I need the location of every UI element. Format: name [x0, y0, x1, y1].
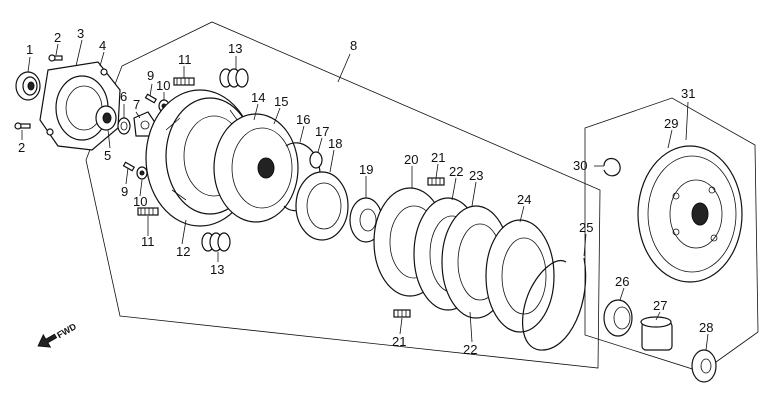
- part-6-washer: [117, 117, 131, 135]
- callout-9: 9: [147, 68, 154, 83]
- part-5-drive-gear: [95, 105, 117, 131]
- callout-22: 22: [449, 164, 463, 179]
- callout-10-lower: 10: [133, 194, 147, 209]
- callout-25: 25: [579, 220, 593, 235]
- callout-21: 21: [431, 150, 445, 165]
- part-27-needle-bearing: [640, 316, 673, 351]
- callout-24: 24: [517, 192, 531, 207]
- callout-1: 1: [26, 42, 33, 57]
- callout-6: 6: [120, 89, 127, 104]
- callout-8: 8: [350, 38, 357, 53]
- part-28-washer: [691, 349, 717, 383]
- part-26-pinion-gear: [603, 299, 633, 337]
- callout-2-lower: 2: [18, 140, 25, 155]
- part-2-screw-left: [14, 122, 31, 130]
- callout-13-lower: 13: [210, 262, 224, 277]
- part-13-spring-top: [219, 68, 249, 88]
- part-11-spring-top: [173, 77, 195, 86]
- fwd-arrow-icon: FWD: [37, 321, 78, 348]
- part-21-spring-bottom: [393, 309, 411, 318]
- callout-20: 20: [404, 152, 418, 167]
- callout-17: 17: [315, 124, 329, 139]
- callout-11-lower: 11: [141, 234, 155, 249]
- callout-21-lower: 21: [392, 334, 406, 349]
- callout-9-lower: 9: [121, 184, 128, 199]
- gear-assembly-frame: [584, 97, 759, 373]
- callout-23: 23: [469, 168, 483, 183]
- callout-3: 3: [77, 26, 84, 41]
- clutch-assembly-frame: [85, 21, 601, 369]
- leader-lines: [21, 39, 709, 351]
- callout-12: 12: [176, 244, 190, 259]
- part-21-spring-top: [427, 177, 445, 186]
- part-30-circlip: [603, 157, 621, 177]
- callout-5: 5: [104, 148, 111, 163]
- part-1-bearing: [15, 71, 41, 101]
- callout-26: 26: [615, 274, 629, 289]
- callout-28: 28: [699, 320, 713, 335]
- callout-14: 14: [251, 90, 265, 105]
- part-2-screw-top: [48, 54, 63, 62]
- callout-13: 13: [228, 41, 242, 56]
- callout-27: 27: [653, 298, 667, 313]
- part-24-end-plate: [485, 219, 555, 333]
- callout-29: 29: [664, 116, 678, 131]
- part-11-spring-bottom: [137, 207, 159, 216]
- part-13-spring-bottom: [201, 232, 231, 252]
- callout-16: 16: [296, 112, 310, 127]
- callout-15: 15: [274, 94, 288, 109]
- callout-10: 10: [156, 78, 170, 93]
- callout-18: 18: [328, 136, 342, 151]
- callout-11: 11: [178, 52, 192, 67]
- part-9-pin-bottom: [122, 161, 136, 172]
- fwd-label: FWD: [55, 321, 78, 340]
- callout-30: 30: [573, 158, 587, 173]
- part-29-primary-gear: [637, 145, 743, 283]
- callout-2: 2: [54, 30, 61, 45]
- part-10-washer-bottom: [136, 166, 148, 180]
- callout-22-lower: 22: [463, 342, 477, 357]
- part-17-ring: [309, 151, 323, 169]
- callout-19: 19: [359, 162, 373, 177]
- callout-7: 7: [133, 97, 140, 112]
- part-15-clutch-hub: [213, 113, 299, 223]
- callout-31: 31: [681, 86, 695, 101]
- part-9-pin-top: [144, 93, 158, 104]
- part-25-snap-ring: [522, 257, 587, 351]
- callout-4: 4: [99, 38, 106, 53]
- part-18-one-way-clutch: [295, 171, 349, 241]
